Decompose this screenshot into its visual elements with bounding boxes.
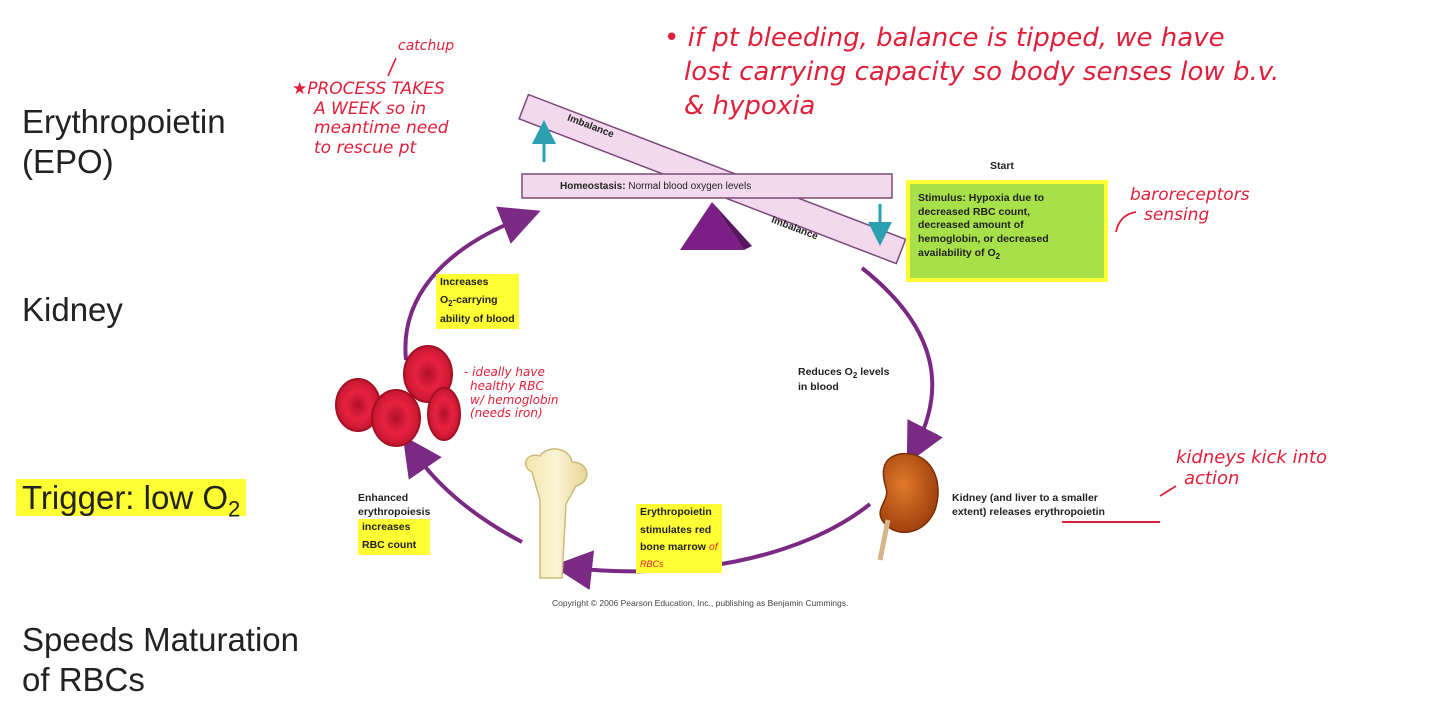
epo-stim-line2: stimulates red	[636, 521, 722, 540]
trigger-text: Trigger: low O	[22, 479, 228, 516]
reduces-subscript: 2	[852, 371, 858, 381]
homeostasis-beam	[521, 173, 893, 199]
cycle-arrow-right	[860, 266, 943, 464]
bone-marrow-illustration	[524, 448, 588, 579]
copyright-text: Copyright © 2006 Pearson Education, Inc.…	[552, 598, 849, 608]
reduces-text: Reduces O	[798, 366, 853, 378]
stimulus-box	[907, 181, 1107, 281]
trigger-subscript: 2	[228, 496, 241, 522]
cycle-arrow-left-bottom	[402, 435, 523, 544]
enhanced-erythropoiesis-label: Enhanced erythropoiesis increases RBC co…	[358, 492, 431, 555]
increases-label: Increases O2-carrying ability of blood	[436, 274, 519, 329]
increases-line1: Increases	[436, 274, 519, 292]
fulcrum-triangle	[680, 202, 744, 250]
process-line3: meantime need	[314, 118, 449, 139]
label-trigger: Trigger: low O2	[16, 478, 247, 523]
kidney-release-epo: erythropoietin	[1034, 505, 1105, 518]
increases-o: O	[440, 293, 449, 306]
increases-subscript: 2	[448, 298, 453, 308]
process-line4: to rescue pt	[314, 137, 417, 158]
rbc-line4: (needs iron)	[470, 406, 543, 421]
rbc-line3: w/ hemoglobin	[470, 392, 559, 407]
annotation-catchup: catchup	[398, 38, 455, 54]
kidney-release-text: extent) releases	[952, 505, 1035, 518]
stimulus-line5: availability of O2	[918, 247, 1049, 262]
enhanced-line4: RBC count	[358, 536, 431, 555]
kidney-illustration	[877, 453, 939, 561]
red-blood-cells	[335, 345, 461, 447]
label-kidney: Kidney	[22, 291, 123, 328]
reduces-line1: Reduces O2 levels	[798, 366, 889, 381]
annotation-kidneys: kidneys kick into action	[1176, 447, 1328, 489]
increases-line2: O2-carrying	[436, 291, 519, 312]
process-line2: A WEEK so in	[314, 98, 427, 119]
bleeding-line2: lost carrying capacity so body senses lo…	[684, 56, 1280, 87]
kidney-release-line1: Kidney (and liver to a smaller	[952, 492, 1098, 504]
label-epo-line2: (EPO)	[22, 142, 114, 180]
annotation-rbc: - ideally have healthy RBC w/ hemoglobin…	[464, 365, 559, 421]
epo-stim-line1: Erythropoietin	[636, 504, 722, 522]
stimulus-subscript: 2	[995, 251, 1001, 261]
marrow-note2: RBCs	[636, 556, 722, 573]
stimulus-line5-text: availability of O	[918, 246, 996, 259]
baro-line1: baroreceptors	[1130, 185, 1250, 205]
stimulus-line1: Stimulus: Hypoxia due to	[918, 192, 1045, 204]
bleeding-line1: • if pt bleeding, balance is tipped, we …	[664, 23, 1225, 53]
kidneys-line2: action	[1184, 467, 1240, 489]
start-label: Start	[990, 160, 1014, 172]
kidney-release-line2: extent) releases erythropoietin	[952, 506, 1105, 520]
kidney-release-label: Kidney (and liver to a smaller extent) r…	[952, 492, 1105, 519]
label-speeds-line1: Speeds Maturation	[22, 621, 300, 658]
catchup-arrow	[387, 57, 397, 77]
annotation-process: ★PROCESS TAKES A WEEK so in meantime nee…	[292, 79, 449, 158]
enhanced-line2: erythropoiesis	[358, 505, 431, 518]
epo-stim-line3-text: bone marrow	[640, 541, 706, 554]
enhanced-line3: increases	[358, 519, 431, 537]
homeostasis-label: Homeostasis: Normal blood oxygen levels	[560, 180, 751, 193]
kidneys-arrow	[1159, 485, 1177, 497]
homeostasis-text: Normal blood oxygen levels	[628, 181, 752, 192]
label-speeds-line2: of RBCs	[22, 660, 145, 698]
label-epo: Erythropoietin (EPO)	[22, 102, 226, 181]
stimulus-line3: decreased amount of	[918, 219, 1024, 232]
increases-carrying: -carrying	[452, 293, 498, 306]
stimulus-line2: decreased RBC count,	[918, 205, 1031, 218]
marrow-note: of	[708, 541, 718, 554]
cycle-arrow-left-top	[403, 206, 541, 361]
reduces-text-b: levels	[857, 366, 890, 378]
trigger-highlight: Trigger: low O2	[16, 479, 247, 522]
rbc-line2: healthy RBC	[470, 378, 544, 393]
stimulus-line4: hemoglobin, or decreased	[918, 232, 1049, 245]
rbc-line1: - ideally have	[464, 365, 545, 379]
kidneys-line1: kidneys kick into	[1176, 447, 1328, 468]
bleeding-line3: & hypoxia	[684, 90, 816, 121]
process-line1: ★PROCESS TAKES	[292, 79, 445, 99]
annotation-bleeding: • if pt bleeding, balance is tipped, we …	[664, 22, 1279, 123]
increases-line3: ability of blood	[436, 311, 519, 329]
baro-line2: sensing	[1144, 204, 1210, 225]
baro-arrow	[1115, 211, 1137, 233]
homeostasis-heading: Homeostasis:	[560, 181, 626, 192]
stimulus-text: Stimulus: Hypoxia due to decreased RBC c…	[918, 192, 1049, 262]
label-speeds: Speeds Maturation of RBCs	[22, 620, 299, 699]
enhanced-line1: Enhanced	[358, 492, 409, 504]
label-epo-line1: Erythropoietin	[22, 103, 226, 140]
cycle-arrow-bottom	[552, 502, 872, 591]
epo-stim-line3: bone marrow of	[636, 539, 722, 557]
annotation-baroreceptors: baroreceptors sensing	[1130, 185, 1250, 225]
epo-stimulates-label: Erythropoietin stimulates red bone marro…	[636, 504, 722, 573]
reduces-label: Reduces O2 levels in blood	[798, 366, 889, 395]
reduces-line2: in blood	[798, 381, 839, 394]
